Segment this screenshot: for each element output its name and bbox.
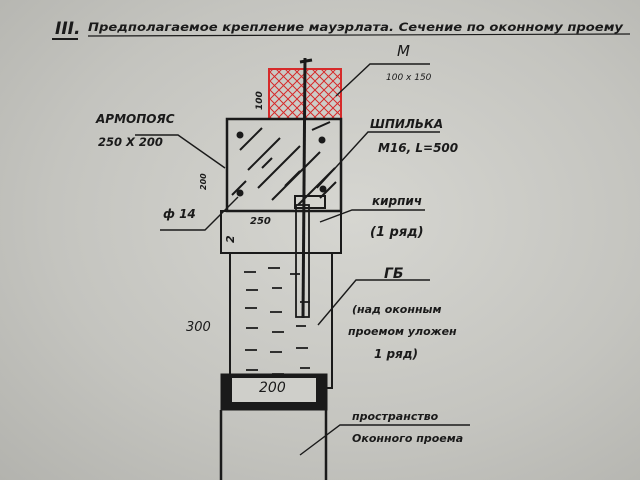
rod-line bbox=[301, 57, 307, 319]
label-gb-note-2: проемом уложен bbox=[348, 325, 457, 338]
brick-rect bbox=[220, 210, 342, 254]
label-gb-note-3: 1 ряд) bbox=[374, 347, 418, 361]
window-lintel bbox=[219, 373, 328, 480]
armopoyas-rect bbox=[225, 117, 343, 213]
lintel-gap bbox=[232, 378, 316, 402]
label-m-size: 100 х 150 bbox=[386, 73, 432, 83]
threaded-rod bbox=[294, 57, 326, 319]
gas-block-dashes bbox=[244, 267, 310, 375]
label-armopoyas: АРМОПОЯС bbox=[95, 112, 175, 126]
section-number: III. bbox=[55, 19, 80, 39]
label-kirpich-rows: (1 ряд) bbox=[370, 225, 424, 240]
rod-nut bbox=[299, 58, 313, 64]
label-window-1: пространство bbox=[352, 410, 439, 423]
rebar-dot-top-right bbox=[318, 136, 326, 144]
armopoyas-block bbox=[225, 117, 343, 213]
label-gb-note-1: (над оконным bbox=[352, 303, 441, 316]
header: III. Предполагаемое крепление мауэрлата.… bbox=[52, 19, 631, 40]
label-kirpich: кирпич bbox=[372, 194, 422, 208]
leader-lines bbox=[135, 63, 470, 456]
label-window-2: Оконного проема bbox=[352, 432, 463, 445]
gas-block bbox=[229, 252, 333, 389]
label-armo-width: 250 bbox=[250, 216, 271, 227]
label-gb: ГБ bbox=[384, 266, 404, 282]
concrete-hatching bbox=[231, 121, 337, 206]
rebar-dot-bottom-left bbox=[236, 189, 244, 197]
leader-kirpich bbox=[319, 209, 425, 223]
label-shpilka: ШПИЛЬКА bbox=[370, 117, 443, 131]
label-brick-marker: 2 bbox=[224, 235, 237, 243]
title-underline bbox=[87, 33, 631, 37]
label-m-side: 100 bbox=[255, 91, 265, 110]
label-rebar: ф 14 bbox=[163, 207, 196, 221]
label-gb-height: 300 bbox=[186, 320, 211, 335]
rebar-dot-top-left bbox=[236, 131, 244, 139]
label-shpilka-spec: М16, L=500 bbox=[378, 141, 458, 155]
label-m: М bbox=[397, 42, 410, 60]
label-gb-width: 200 bbox=[259, 380, 286, 396]
rod-anchor bbox=[294, 195, 326, 209]
brick-row bbox=[220, 210, 342, 254]
leader-armopoyas bbox=[135, 134, 226, 169]
leader-window bbox=[299, 424, 470, 456]
page-title: Предполагаемое крепление мауэрлата. Сече… bbox=[88, 20, 624, 34]
label-armo-height: 200 bbox=[199, 173, 208, 190]
labels: М 100 х 150 100 АРМОПОЯС 250 Х 200 200 2… bbox=[95, 42, 463, 445]
leader-gb bbox=[317, 279, 430, 326]
leader-m bbox=[335, 63, 430, 97]
label-armopoyas-size: 250 Х 200 bbox=[98, 135, 163, 149]
gas-block-rect bbox=[229, 252, 333, 389]
rebar-dot-bottom-right bbox=[319, 185, 327, 193]
leader-shpilka bbox=[316, 131, 440, 189]
leader-rebar bbox=[160, 196, 239, 231]
